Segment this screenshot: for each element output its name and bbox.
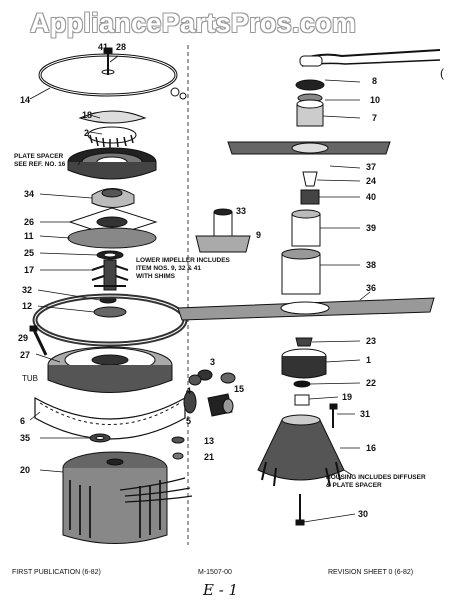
part-23-cap xyxy=(295,337,313,347)
label-7: 7 xyxy=(372,113,378,123)
label-40: 40 xyxy=(366,192,377,202)
label-21: 21 xyxy=(204,452,215,462)
label-22: 22 xyxy=(366,378,377,388)
label-17: 17 xyxy=(24,265,35,275)
label-25: 25 xyxy=(24,248,35,258)
part-3-4-motor-parts xyxy=(171,369,236,460)
label-12: 12 xyxy=(22,301,33,311)
label-33: 33 xyxy=(236,206,247,216)
label-35: 35 xyxy=(20,433,31,443)
label-10: 10 xyxy=(370,95,381,105)
label-11: 11 xyxy=(24,231,34,241)
label-32: 32 xyxy=(22,285,33,295)
part-13-grommet xyxy=(171,436,185,444)
label-16: 16 xyxy=(366,443,377,453)
part-16-plate-spacer xyxy=(67,147,157,180)
part-25-seal xyxy=(96,250,124,260)
label-36: 36 xyxy=(366,283,377,293)
label-8: 8 xyxy=(372,76,378,86)
watermark-text: AppliancePartsPros.com xyxy=(30,8,357,38)
label-5: 5 xyxy=(186,416,192,426)
label-4: 4 xyxy=(186,386,192,396)
part-39-tube xyxy=(291,209,321,247)
part-10-nut xyxy=(295,79,325,103)
part-21-nut xyxy=(172,452,184,460)
part-12-seal xyxy=(93,306,127,318)
stray-mark: ( xyxy=(440,66,444,80)
label-24: 24 xyxy=(366,176,377,186)
label-30: 30 xyxy=(358,509,369,519)
part-6-tub-section xyxy=(34,396,186,440)
label-2: 2 xyxy=(84,128,90,138)
label-9: 9 xyxy=(256,230,262,240)
part-33-impeller-hub xyxy=(213,208,233,239)
label-6: 6 xyxy=(20,416,26,426)
part-31-bolt xyxy=(329,403,338,428)
label-26: 26 xyxy=(24,217,35,227)
part-30-screw xyxy=(295,494,305,526)
part-19-spacer xyxy=(294,394,310,406)
part-29-bolt xyxy=(29,325,48,356)
part-22-washer xyxy=(293,380,311,388)
label-19: 19 xyxy=(342,392,353,402)
footer-document-number: M-1507-00 xyxy=(198,569,232,576)
part-28-screw xyxy=(101,47,115,75)
handwritten-page-mark: E - 1 xyxy=(203,581,239,599)
part-38-tube xyxy=(281,248,321,295)
label-39: 39 xyxy=(366,223,377,233)
label-15: 15 xyxy=(234,384,245,394)
part-27-pump-base xyxy=(47,346,173,393)
label-29: 29 xyxy=(18,333,29,343)
part-24-tip xyxy=(302,171,318,187)
part-34-cap xyxy=(91,188,135,208)
footer-revision: REVISION SHEET 0 (6-82) xyxy=(328,569,414,576)
label-34: 34 xyxy=(24,189,35,199)
label-plate-spacer: PLATE SPACER SEE REF. NO. 16 xyxy=(14,153,66,168)
label-41: 41 xyxy=(98,42,109,52)
part-35-washer xyxy=(89,433,111,443)
note-housing: HOUSING INCLUDES DIFFUSER & PLATE SPACER xyxy=(326,474,426,489)
label-tub: TUB xyxy=(22,374,38,383)
label-18: 18 xyxy=(82,110,93,120)
label-31: 31 xyxy=(360,409,371,419)
label-3: 3 xyxy=(210,357,216,367)
label-38: 38 xyxy=(366,260,377,270)
label-20: 20 xyxy=(20,465,31,475)
part-40-bushing xyxy=(300,189,320,205)
part-14-hose xyxy=(38,53,187,100)
part-1-tower xyxy=(281,348,327,379)
label-37: 37 xyxy=(366,162,377,172)
label-14: 14 xyxy=(20,95,31,105)
part-8-supply-tube xyxy=(299,49,441,67)
part-9-impeller-blade xyxy=(195,235,251,253)
label-23: 23 xyxy=(366,336,377,346)
note-lower-impeller: LOWER IMPELLER INCLUDES ITEM NOS. 9, 32 … xyxy=(136,257,230,280)
part-11-gasket xyxy=(67,227,157,249)
label-28: 28 xyxy=(116,42,127,52)
part-18-plate xyxy=(78,110,147,124)
label-13: 13 xyxy=(204,436,215,446)
part-2-impeller xyxy=(87,126,137,148)
part-16-housing xyxy=(257,414,345,487)
footer-first-publication: FIRST PUBLICATION (6-82) xyxy=(12,569,101,576)
part-17-lower-impeller xyxy=(91,259,129,291)
part-20-motor xyxy=(62,451,193,544)
part-7-hub xyxy=(296,99,324,127)
label-1: 1 xyxy=(366,355,372,365)
label-27: 27 xyxy=(20,350,31,360)
